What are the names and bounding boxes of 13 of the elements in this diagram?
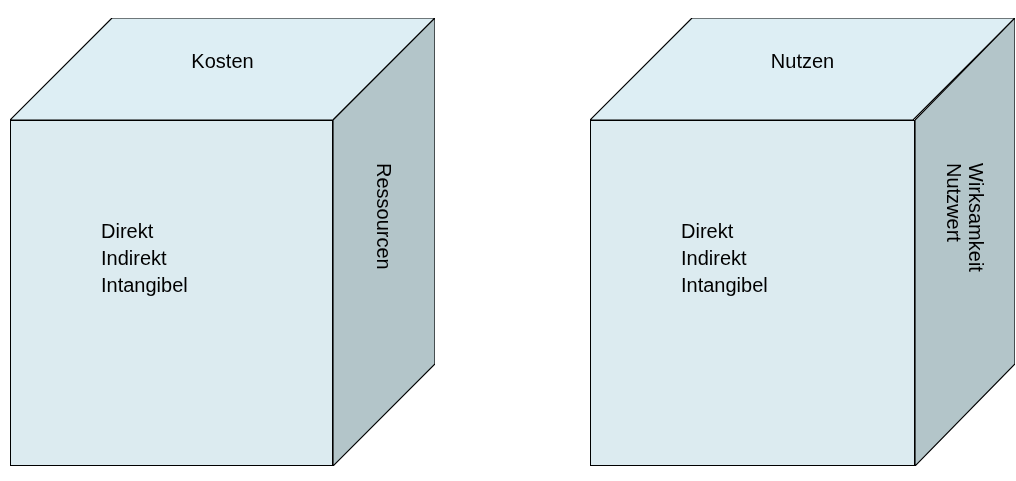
face-label: Direkt xyxy=(101,219,154,244)
cube-front-face xyxy=(590,120,915,466)
face-label: Wirksamkeit xyxy=(965,163,987,272)
face-label: Kosten xyxy=(190,49,255,74)
cube-front-face xyxy=(10,120,333,466)
face-label: Indirekt xyxy=(101,246,167,271)
face-label: Ressourcen xyxy=(373,163,395,270)
face-label: Intangibel xyxy=(101,273,188,298)
face-label: Indirekt xyxy=(681,246,747,271)
face-label: Direkt xyxy=(681,219,734,244)
face-label: Intangibel xyxy=(681,273,768,298)
face-label: Nutzen xyxy=(769,49,836,74)
face-label: Nutzwert xyxy=(943,163,965,244)
